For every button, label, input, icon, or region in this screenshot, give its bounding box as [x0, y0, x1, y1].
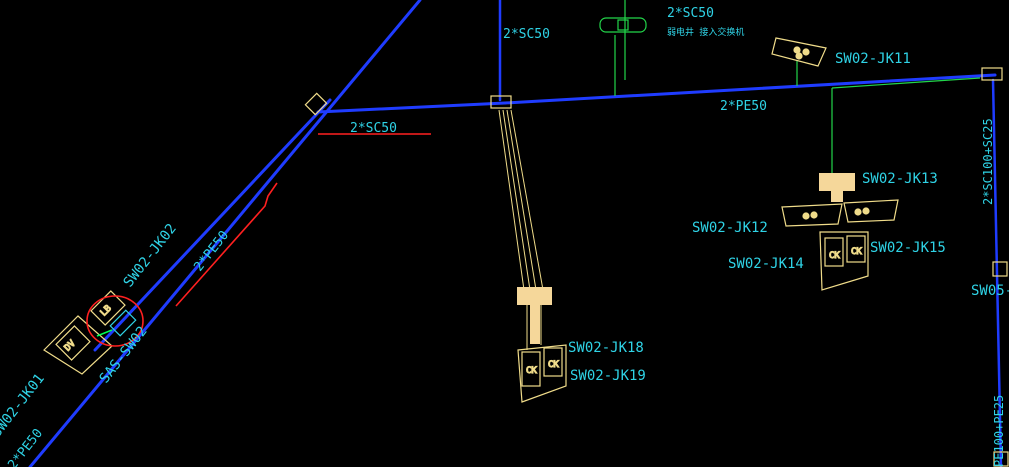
- label-jk15: SW02-JK15: [870, 240, 946, 256]
- conduit-diagonal-secondary[interactable]: [93, 98, 332, 352]
- label-jk13: SW02-JK13: [862, 171, 938, 187]
- junction-bottom-right[interactable]: [993, 451, 1009, 467]
- svg-text:CK: CK: [526, 366, 537, 376]
- red-markups: [86, 133, 431, 347]
- jk13-cluster[interactable]: CK CK: [781, 173, 899, 291]
- conduit-network: [28, 0, 1003, 467]
- label-jk14: SW02-JK14: [728, 256, 804, 272]
- label-jk11: SW02-JK11: [835, 51, 911, 67]
- red-slash[interactable]: [175, 182, 278, 307]
- label-jk02: SW02-JK02: [121, 221, 180, 291]
- cable-fan-jk18: [498, 109, 544, 350]
- label-conduit-bottom-left: 2*PE50: [5, 426, 46, 467]
- conduit-diagonal-main[interactable]: [28, 0, 422, 467]
- junction-markers: [304, 67, 1009, 467]
- wire-top-right[interactable]: [831, 77, 981, 89]
- top-switch-device[interactable]: [599, 17, 647, 33]
- label-conduit-right-vertical-low: PE100+PE25: [992, 395, 1006, 467]
- label-conduit-right-vertical: 2*SC100+SC25: [981, 118, 995, 205]
- label-conduit-main: 2*SC50: [350, 121, 397, 136]
- jk18-cluster[interactable]: CK CK: [517, 287, 567, 403]
- label-jk12: SW02-JK12: [692, 220, 768, 236]
- svg-text:LB: LB: [99, 304, 114, 319]
- red-circle[interactable]: [86, 295, 144, 347]
- conduit-horizontal-right[interactable]: [503, 73, 997, 105]
- svg-text:CK: CK: [548, 360, 559, 370]
- green-tick: [96, 329, 113, 337]
- well-labels: SW02-JK11 SW02-JK12 SW02-JK13 SW02-JK14 …: [0, 51, 1009, 440]
- junction-top[interactable]: [490, 95, 512, 109]
- label-conduit-top-note: 2*SC50: [667, 6, 714, 21]
- jk11-well[interactable]: [771, 37, 827, 67]
- conduit-vertical-right[interactable]: [991, 78, 1003, 467]
- junction-left[interactable]: [304, 92, 328, 116]
- label-jk01: SW02-JK01: [0, 371, 48, 441]
- signal-wires: [614, 0, 981, 173]
- svg-text:CK: CK: [829, 251, 840, 261]
- junction-right-low[interactable]: [992, 261, 1008, 277]
- label-sw05: SW05-: [971, 283, 1009, 299]
- junction-right[interactable]: [981, 67, 1003, 81]
- svg-text:CK: CK: [851, 247, 862, 257]
- conduit-horizontal-main[interactable]: [316, 101, 507, 114]
- label-conduit-diagonal: 2*PE50: [191, 228, 232, 274]
- label-conduit-top: 2*SC50: [503, 27, 550, 42]
- svg-text:DV: DV: [63, 338, 78, 353]
- label-jk19: SW02-JK19: [570, 368, 646, 384]
- label-jk18: SW02-JK18: [568, 340, 644, 356]
- label-conduit-right-horizontal: 2*PE50: [720, 99, 767, 114]
- label-conduit-top-note-small: 弱电井 接入交换机: [667, 26, 744, 38]
